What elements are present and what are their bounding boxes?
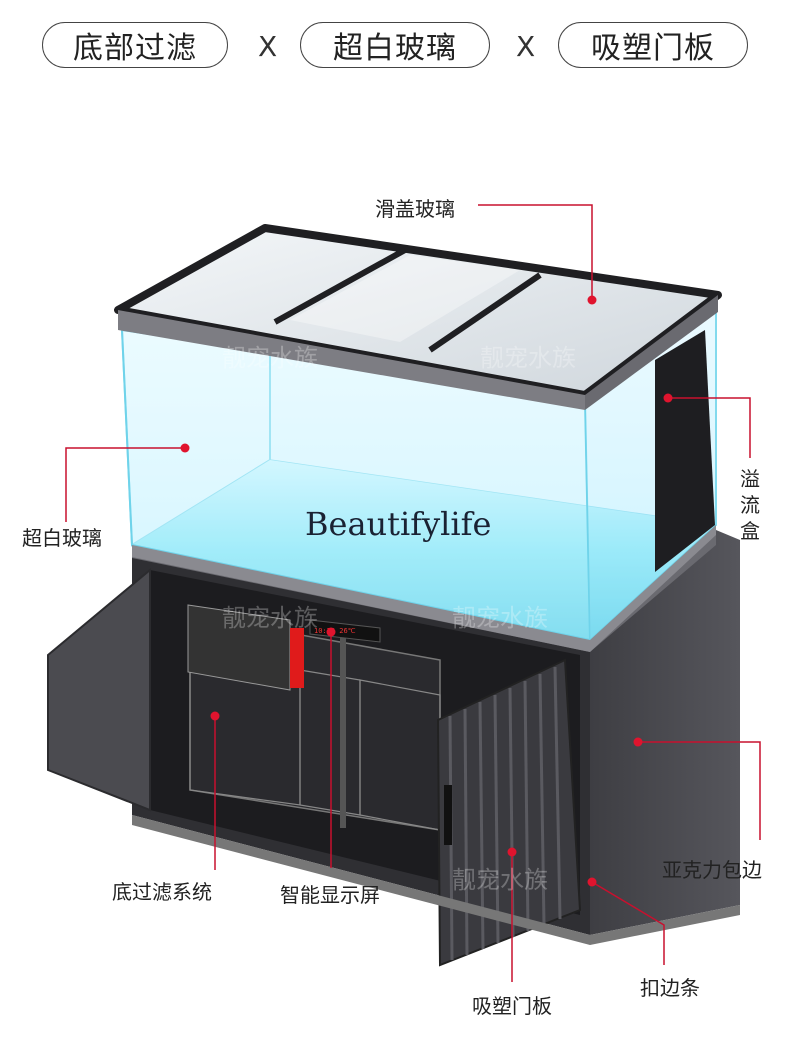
label-edge-strip: 扣边条 (640, 976, 700, 1000)
sliding-glass-lid (114, 224, 722, 410)
watermark: 靓宠水族 (222, 604, 318, 632)
cabinet: 10:22 26℃ (47, 530, 740, 967)
watermark: 靓宠水族 (222, 344, 318, 372)
label-blister-door-panel: 吸塑门板 (472, 994, 552, 1018)
feature-pill-bottom-filter: 底部过滤 (42, 22, 228, 68)
feature-pill-ultra-white-glass: 超白玻璃 (300, 22, 490, 68)
separator-x: X (516, 30, 536, 63)
label-overflow-box: 溢流盒 (740, 467, 760, 543)
feature-label: 吸塑门板 (591, 31, 715, 66)
watermark: 靓宠水族 (480, 344, 576, 372)
label-ultra-white-glass: 超白玻璃 (22, 526, 102, 550)
label-bottom-filter-system: 底过滤系统 (112, 880, 212, 904)
feature-label: 超白玻璃 (333, 31, 457, 66)
label-sliding-glass-lid: 滑盖玻璃 (375, 197, 455, 221)
brand-text: Beautifylife (305, 505, 492, 543)
callout-lines (65, 204, 761, 982)
label-acrylic-edging: 亚克力包边 (662, 858, 762, 882)
callout-dots (180, 295, 673, 887)
watermark: 靓宠水族 (452, 866, 548, 894)
watermark: 靓宠水族 (452, 604, 548, 632)
separator-x: X (258, 30, 278, 63)
label-smart-display: 智能显示屏 (280, 883, 380, 907)
feature-label: 底部过滤 (73, 31, 197, 66)
feature-pill-door-panel: 吸塑门板 (558, 22, 748, 68)
